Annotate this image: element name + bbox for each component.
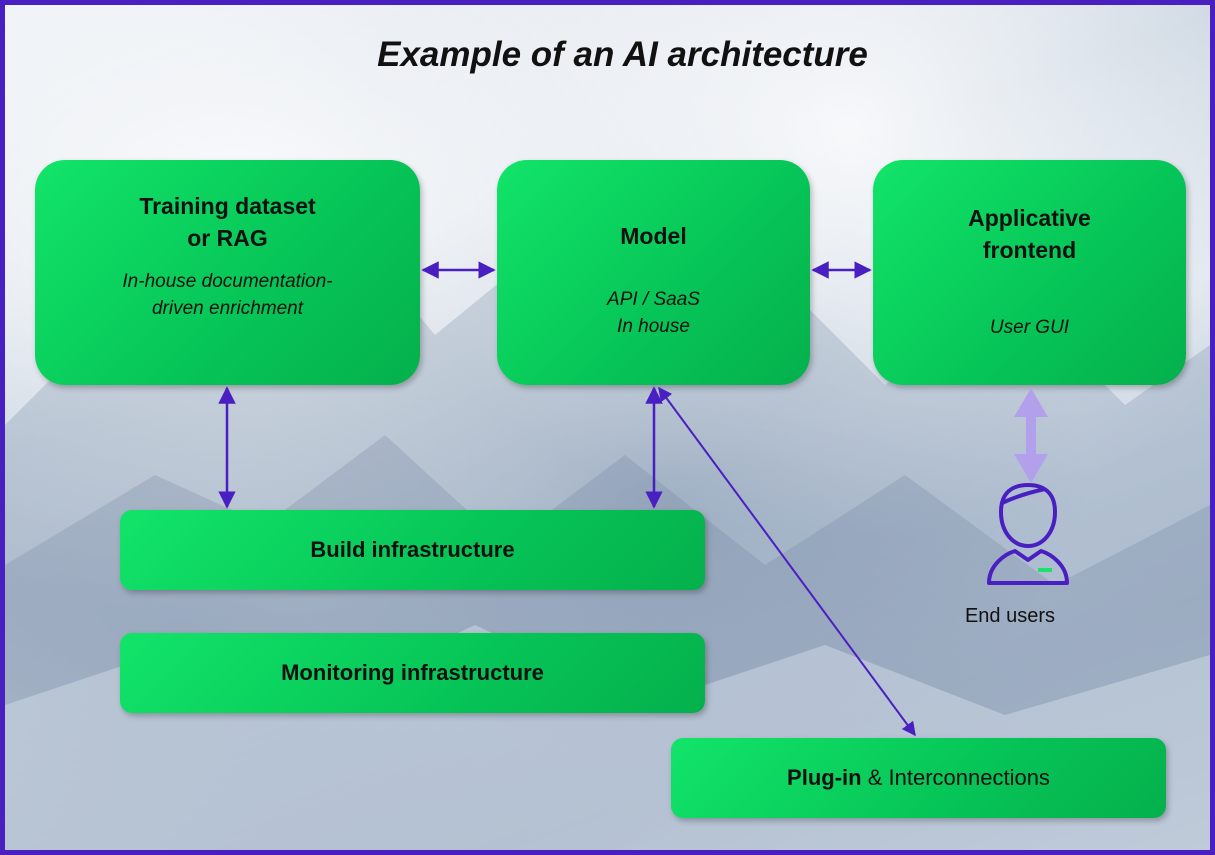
connector-layer: [218, 261, 1069, 737]
plugin-label-rest: & Interconnections: [861, 765, 1050, 790]
model-title: Model: [620, 223, 687, 249]
model-box: Model API / SaaS In house: [497, 160, 810, 385]
frontend-title-line2: frontend: [982, 237, 1077, 263]
build-infrastructure-box: Build infrastructure: [120, 510, 705, 590]
training-title-line2: or RAG: [187, 225, 268, 251]
build-label: Build infrastructure: [310, 537, 515, 562]
end-users-label: End users: [964, 605, 1056, 627]
plugin-interconnections-box: Plug-in & Interconnections: [671, 738, 1166, 818]
training-dataset-box: Training dataset or RAG In-house documen…: [35, 160, 420, 385]
arrow-model-plugin: [658, 386, 916, 737]
plugin-label-bold: Plug-in: [787, 765, 862, 790]
frontend-title-line1: Applicative: [968, 205, 1091, 231]
training-sub-line1: In-house documentation-: [122, 271, 333, 292]
training-title-line1: Training dataset: [139, 193, 316, 219]
frontend-sub: User GUI: [989, 317, 1070, 338]
frontend-box: Applicative frontend User GUI: [873, 160, 1186, 385]
model-sub-line1: API / SaaS: [607, 289, 700, 310]
monitoring-label: Monitoring infrastructure: [281, 660, 544, 685]
arrow-frontend-users: [1014, 388, 1048, 483]
model-sub-line2: In house: [617, 316, 690, 337]
user-badge: [1038, 568, 1052, 572]
monitoring-infrastructure-box: Monitoring infrastructure: [120, 633, 705, 713]
user-icon: [987, 483, 1069, 585]
training-sub-line2: driven enrichment: [151, 298, 304, 319]
diagram-title: Example of an AI architecture: [377, 35, 868, 74]
